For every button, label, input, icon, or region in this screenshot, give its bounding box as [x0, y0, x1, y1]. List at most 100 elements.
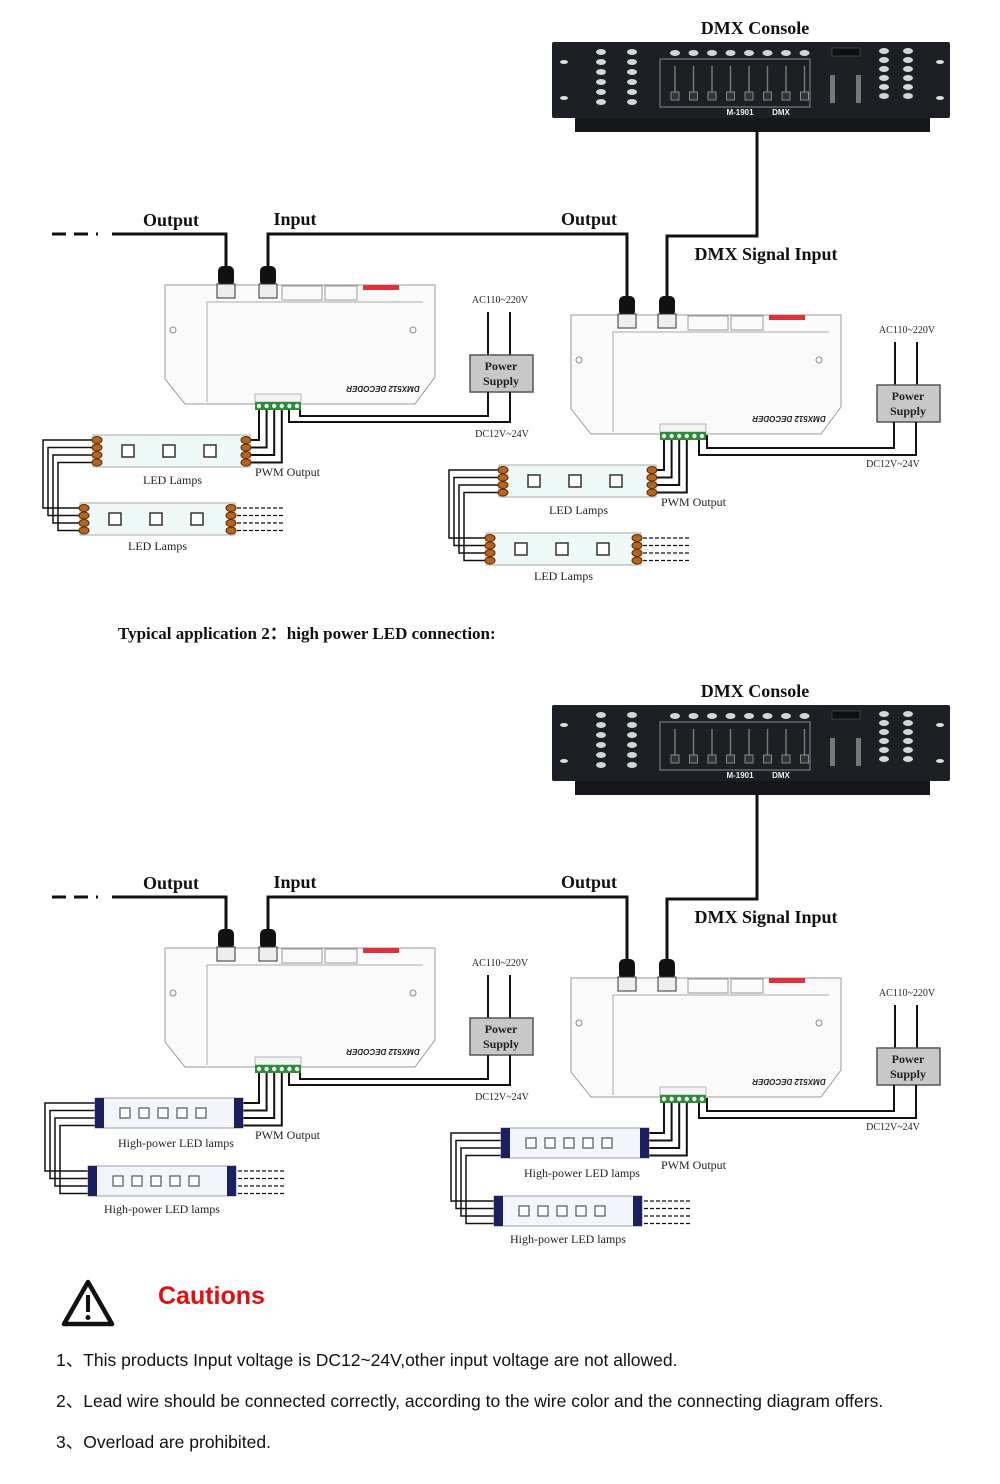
pwm-wire — [250, 410, 283, 464]
terminal-block — [254, 1056, 302, 1066]
terminal-block-green — [255, 402, 301, 410]
console-button — [903, 66, 913, 72]
xlr-connector-body — [657, 313, 677, 329]
pwm-wire — [649, 1103, 673, 1142]
rj45-port — [730, 978, 764, 994]
led-chip — [537, 1205, 549, 1217]
input-label: Input — [273, 872, 316, 892]
ac-input-label: AC110~220V — [472, 295, 529, 306]
xlr-connector-body — [216, 946, 236, 962]
xlr-connector — [218, 266, 234, 286]
console-button — [596, 732, 606, 738]
decoder-label: DMX512 DECODER — [346, 384, 420, 393]
screw-hole — [409, 989, 417, 997]
bar-endcap — [88, 1166, 97, 1196]
pwm-wire — [243, 1073, 268, 1112]
xlr-connector-body — [258, 946, 278, 962]
power-supply-label: Power — [892, 389, 925, 403]
terminal-screw — [699, 433, 705, 439]
daisy-chain-wire — [47, 446, 93, 517]
terminal-screw — [272, 1066, 277, 1072]
console-dmx-label: DMX — [772, 771, 790, 780]
bar-endcap — [95, 1098, 104, 1128]
dmx-decoder — [164, 947, 436, 1068]
solder-pad — [497, 488, 509, 497]
console-button — [879, 738, 889, 744]
solder-pad — [78, 519, 90, 527]
rj45-port — [324, 948, 358, 964]
bar-endcap — [633, 1196, 642, 1226]
pwm-output-label: PWM Output — [255, 1128, 321, 1142]
fader-knob — [707, 754, 717, 764]
lamp-label: LED Lamps — [549, 503, 608, 517]
terminal-block-green — [660, 1095, 706, 1103]
terminal-screw — [661, 433, 667, 439]
xlr-connector — [659, 959, 675, 979]
terminal-block-green — [255, 1065, 301, 1073]
solder-pad — [91, 443, 103, 452]
lamp-label: High-power LED lamps — [118, 1136, 234, 1150]
fader-knob — [800, 754, 809, 764]
terminal-screw — [294, 403, 300, 409]
console-button — [627, 79, 637, 85]
dip-switch — [769, 978, 805, 983]
ac-input-label: AC110~220V — [472, 958, 529, 969]
terminal-screw — [699, 1096, 705, 1102]
scene-button — [707, 713, 717, 719]
power-supply-label: Power — [892, 1052, 925, 1066]
daisy-chain-wire — [54, 1117, 95, 1187]
pwm-output-label: PWM Output — [661, 1158, 727, 1172]
led-chip — [190, 512, 204, 526]
console-dmx-label: DMX — [772, 108, 790, 117]
dc-wire — [706, 1085, 895, 1112]
console-button — [903, 48, 913, 54]
bar-endcap — [494, 1196, 503, 1226]
solder-pad — [484, 534, 496, 542]
screw-hole — [169, 989, 177, 997]
ac-input-label: AC110~220V — [879, 988, 936, 999]
led-chip — [195, 1107, 207, 1119]
lamp-label: LED Lamps — [534, 569, 593, 583]
daisy-chain-wire — [59, 1124, 95, 1195]
ac-input-label: AC110~220V — [879, 325, 936, 336]
scene-button — [707, 50, 717, 56]
scene-button — [762, 50, 773, 56]
mount-hole — [560, 96, 568, 100]
fader-knob — [781, 91, 791, 101]
solder-pad — [631, 541, 643, 550]
solder-pad — [646, 473, 658, 482]
daisy-chain-wire — [52, 454, 93, 524]
led-chip — [169, 1175, 181, 1187]
pwm-wire — [649, 1103, 665, 1134]
daisy-chain-wire — [460, 1147, 501, 1217]
pwm-wire — [649, 1103, 688, 1157]
led-chip — [556, 1205, 568, 1217]
power-supply — [469, 1017, 534, 1056]
led-chip — [131, 1175, 143, 1187]
fader-track — [856, 75, 861, 103]
dc-output-label: DC12V~24V — [866, 1122, 921, 1133]
solder-pad — [78, 526, 90, 535]
terminal-screw — [264, 403, 269, 409]
high-power-led-bar — [493, 1195, 643, 1227]
scene-button — [781, 713, 791, 719]
led-chip — [119, 1107, 131, 1119]
dc-wire — [288, 392, 511, 423]
bar-endcap — [234, 1098, 243, 1128]
output-label: Output — [561, 209, 617, 229]
fader-knob — [726, 91, 735, 101]
led-chip — [555, 542, 569, 556]
console-button — [596, 762, 606, 768]
dc-wire — [299, 392, 489, 417]
led-chip — [150, 1175, 162, 1187]
terminal-screw — [669, 433, 674, 439]
console-button — [879, 747, 889, 753]
console-model: M-1901 — [726, 771, 754, 780]
dc-wire — [288, 1055, 511, 1086]
bar-endcap — [640, 1128, 649, 1158]
daisy-chain-wire — [463, 491, 499, 562]
fader-knob — [670, 91, 680, 101]
daisy-chain-wire — [450, 1132, 501, 1202]
power-supply — [876, 384, 941, 423]
